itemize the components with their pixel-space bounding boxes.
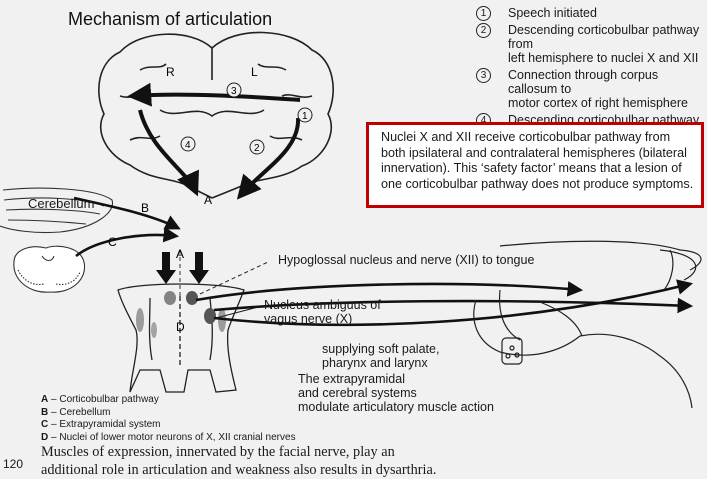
caption-text: Muscles of expression, innervated by the… [41,443,436,479]
step-text: Speech initiated [508,6,597,20]
brain-right-label: R [166,65,175,79]
page-number: 120 [3,457,23,471]
legend-key: D [41,432,48,443]
left-pathway-arrow [240,118,298,196]
marker-1: 1 [302,111,308,122]
step-number: 3 [476,68,491,83]
legend-text: Corticobulbar pathway [59,394,159,405]
step-item: 1 Speech initiated [474,6,706,20]
marker-4: 4 [185,140,191,151]
step-number: 2 [476,23,491,38]
brainstem-a-label: A [176,247,184,261]
step-text: Descending corticobulbar pathway from le… [508,23,699,65]
step-item: 2 Descending corticobulbar pathway from l… [474,23,706,65]
cerebellum-b-label: B [141,201,149,215]
marker-3: 3 [231,86,237,97]
brainstem-shape [118,284,244,392]
step-number: 1 [476,6,491,21]
corpus-callosum-arrow [132,95,300,100]
step-item: 3 Connection through corpus callosum to m… [474,68,706,110]
legend-text: Cerebellum [59,407,110,418]
point-a-label: A [204,193,212,207]
step-text: Connection through corpus callosum to mo… [508,68,688,110]
soft-palate-label: supplying soft palate, pharynx and laryn… [322,342,439,370]
extrapyramidal-modulation-label: The extrapyramidal and cerebral systems … [298,372,494,414]
legend: A – Corticobulbar pathway B – Cerebellum… [41,394,296,444]
pathway-arrows [132,95,300,196]
brainstem-d-label: D [176,320,185,334]
legend-text: Extrapyramidal system [59,419,160,430]
extrapyramidal-arrow [76,235,176,256]
legend-key: C [41,419,48,430]
bilateral-innervation-note: Nuclei X and XII receive corticobulbar p… [366,122,704,208]
ambiguus-label: Nucleus ambiguus of vagus nerve (X) [264,298,381,326]
medulla-cross-section [14,246,85,292]
hypoglossal-label: Hypoglossal nucleus and nerve (XII) to t… [278,253,534,267]
page-title: Mechanism of articulation [68,9,272,30]
legend-item: A – Corticobulbar pathway [41,394,296,407]
legend-key: B [41,407,48,418]
hypoglossal-arrow [196,284,580,300]
extrapyramidal-c-label: C [108,235,117,249]
marker-2: 2 [254,143,260,154]
brain-left-label: L [251,65,258,79]
cerebellum-label: Cerebellum [28,196,94,211]
legend-key: A [41,394,48,405]
legend-item: B – Cerebellum [41,407,296,420]
legend-item: C – Extrapyramidal system [41,419,296,432]
legend-text: Nuclei of lower motor neurons of X, XII … [59,432,295,443]
